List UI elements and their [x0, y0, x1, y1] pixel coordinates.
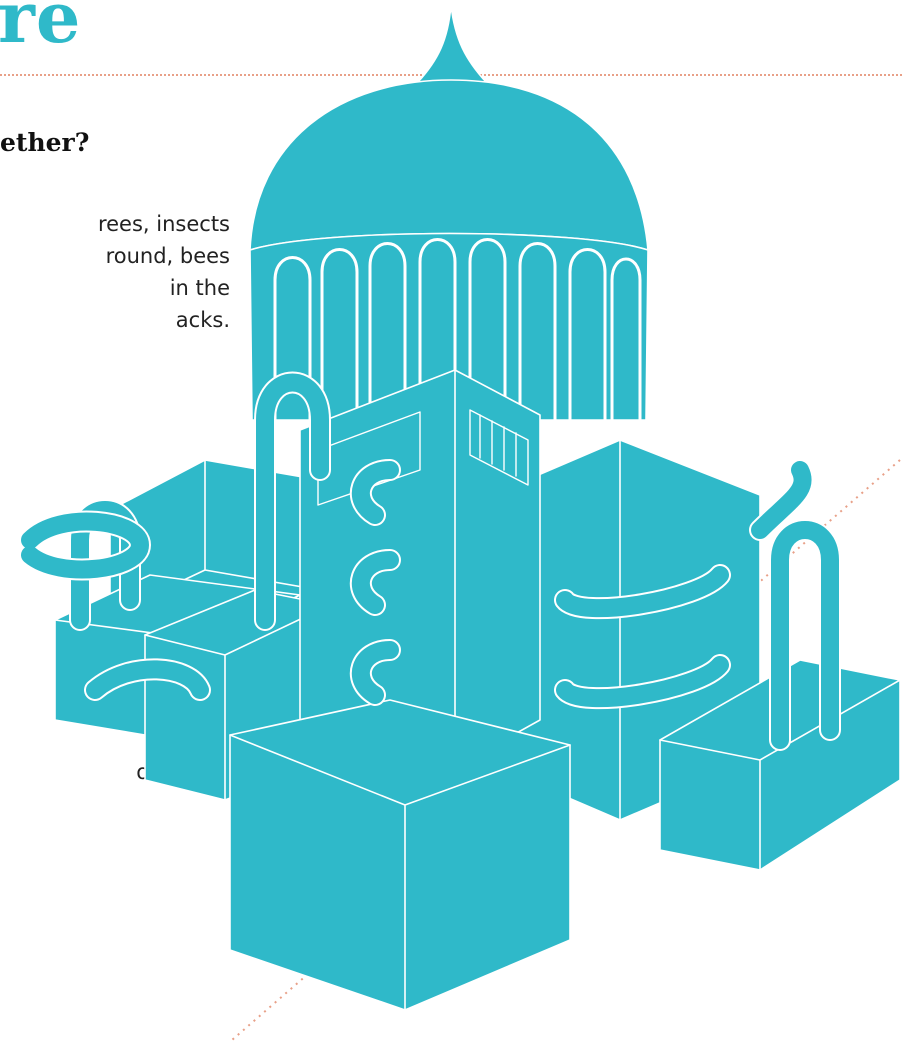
paragraph-line: in the: [169, 276, 230, 300]
page-headline: re: [0, 0, 82, 59]
pipes: [19, 371, 841, 751]
paragraph-line: round, bees: [105, 244, 230, 268]
spire-shape: [417, 4, 487, 83]
colonnade-columns: [273, 238, 642, 422]
dome-shape: [249, 79, 649, 251]
tower-windows: [317, 409, 529, 506]
base-block: [229, 699, 571, 1011]
paragraph-line: acks.: [175, 308, 230, 332]
body-paragraph-1: rees, insects round, bees in the acks.: [0, 208, 230, 336]
section-subheading: ether?: [0, 128, 90, 157]
paragraph-line: rees, insects: [97, 212, 230, 236]
colonnade-drum: [249, 232, 649, 421]
